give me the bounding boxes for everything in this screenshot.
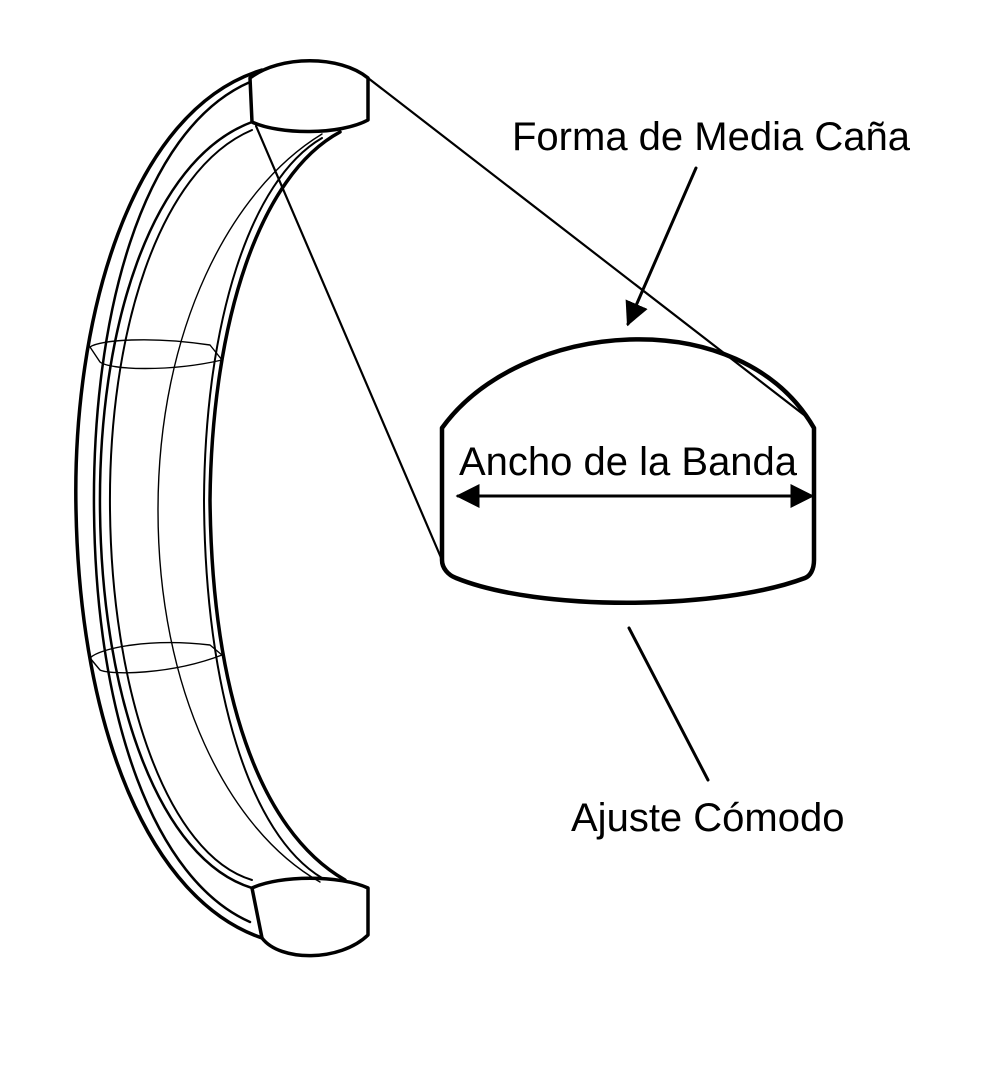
ring-bottom-cut-face [250, 876, 370, 958]
ring-top-cut-face [248, 59, 370, 134]
shape-leader-arrow [625, 166, 698, 327]
projection-line-top [366, 76, 810, 420]
ring-inner-centerline [157, 133, 323, 883]
ring-comfort-line-1 [98, 120, 254, 890]
projection-lines [254, 76, 810, 562]
ring-inner-edge [208, 130, 347, 882]
label-shape: Forma de Media Caña [512, 115, 911, 159]
fit-leader-line [627, 626, 710, 782]
projection-line-bottom [254, 124, 444, 562]
label-comfort-fit: Ajuste Cómodo [571, 796, 844, 840]
ring-contour-upper [89, 339, 223, 370]
ring-illustration [74, 59, 370, 958]
ring-inner-edge-2 [203, 137, 323, 879]
label-band-width: Ancho de la Banda [459, 440, 798, 484]
ring-outer-bevel [92, 80, 252, 924]
band-profile-cross-section [439, 337, 817, 605]
ring-contour-lower [89, 641, 223, 674]
ring-comfort-line-2 [108, 129, 253, 881]
ring-outer-edge [74, 68, 264, 940]
